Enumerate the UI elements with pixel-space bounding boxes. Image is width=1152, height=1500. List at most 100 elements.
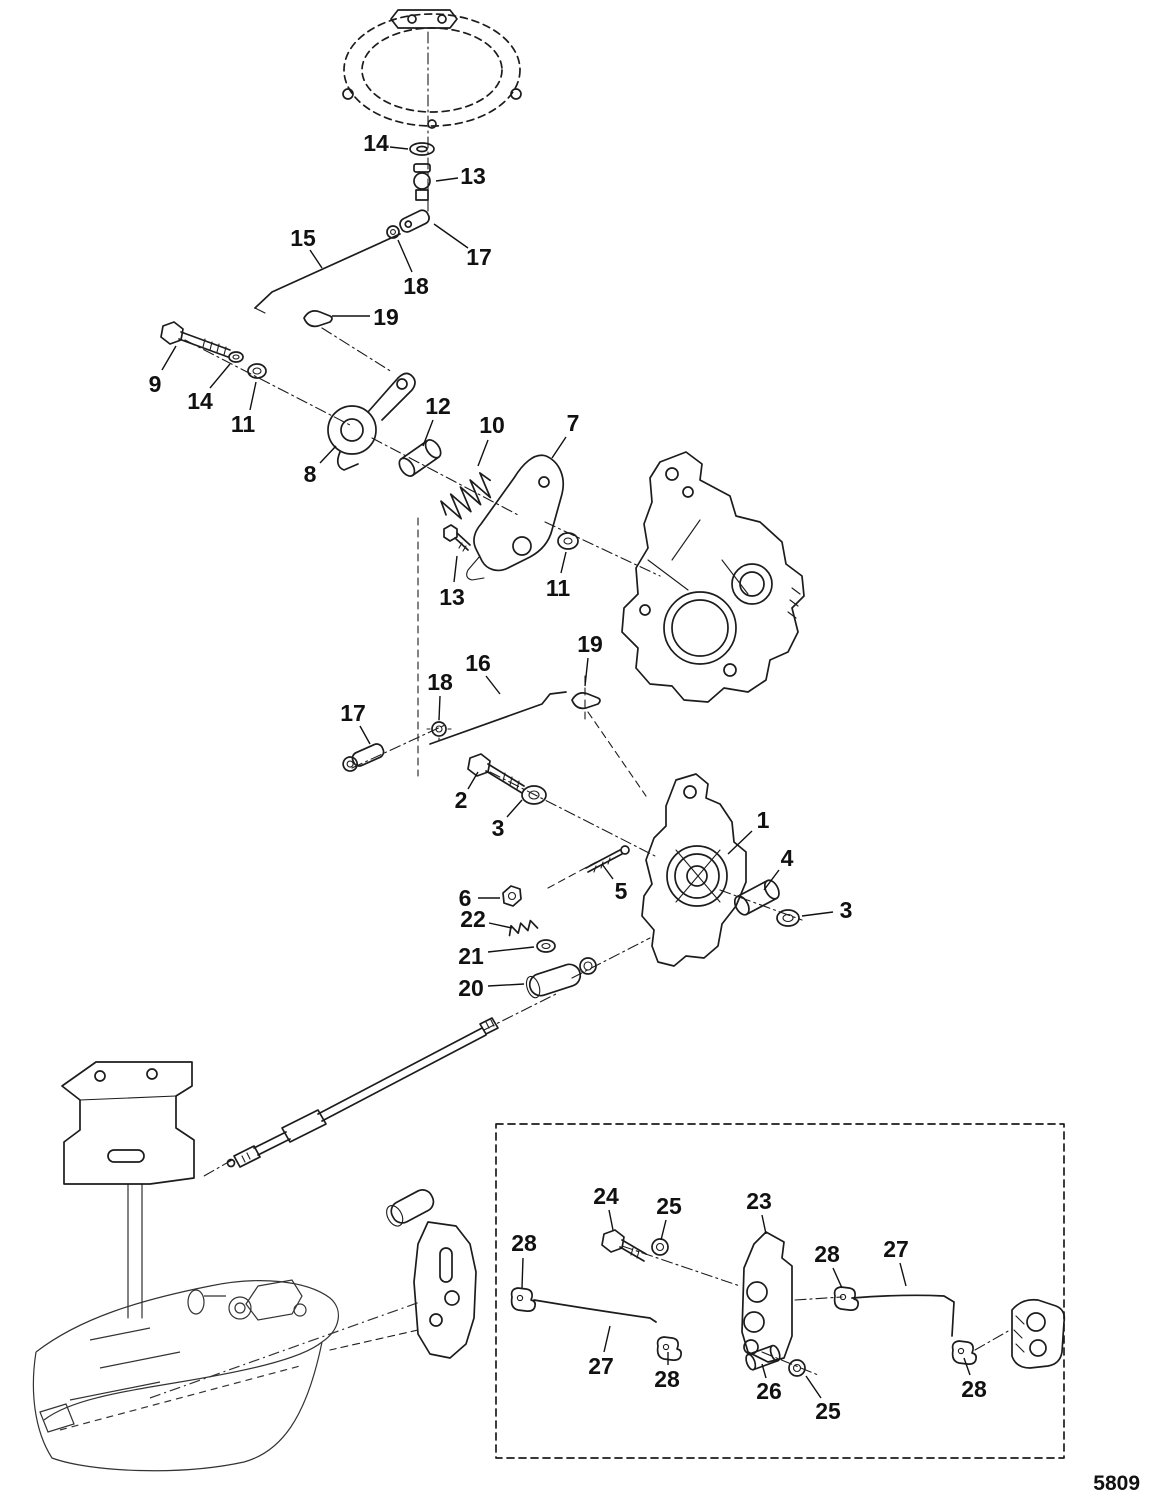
washer-11-left [247, 363, 267, 379]
centerline-link20 [571, 937, 651, 979]
centerline-bracket23 [794, 1296, 843, 1301]
mount-bracket [61, 1061, 195, 1319]
callout-label-11: 11 [546, 575, 571, 601]
bushing-4 [733, 879, 780, 916]
washer-21 [536, 939, 556, 953]
leader-line-26 [761, 1363, 767, 1379]
washer-14-left [228, 351, 244, 363]
callout-label-27: 27 [883, 1236, 909, 1262]
engine-housing-outline [32, 1279, 421, 1472]
leader-line-20 [487, 983, 525, 987]
leader-line-28 [832, 1267, 843, 1289]
centerline-bolt2 [489, 771, 656, 857]
callout-label-15: 15 [290, 225, 316, 251]
callout-label-23: 23 [746, 1188, 772, 1214]
leader-line-3 [506, 799, 523, 818]
callout-label-3: 3 [840, 897, 853, 923]
leader-line-16 [485, 675, 501, 695]
fitting-13-top [413, 163, 431, 201]
callout-label-24: 24 [593, 1183, 619, 1209]
leader-line-25 [660, 1219, 667, 1241]
leader-line-9 [161, 345, 177, 371]
leader-line-23 [761, 1214, 767, 1235]
rod-16 [429, 691, 567, 745]
callout-label-21: 21 [458, 943, 484, 969]
spring-10 [440, 472, 492, 520]
leader-line-19 [584, 657, 589, 687]
callout-label-13: 13 [439, 584, 465, 610]
centerline-lever-cam [371, 437, 521, 517]
washer-18-top [386, 225, 400, 239]
bolt-9 [160, 321, 231, 358]
centerline-bolt9 [184, 339, 351, 426]
leader-line-22 [488, 922, 513, 929]
washer-14-top [409, 142, 435, 156]
centerline-bushing26 [761, 1351, 819, 1376]
leader-line-21 [487, 946, 535, 953]
leader-line-24 [608, 1209, 614, 1231]
leader-line-10 [477, 439, 489, 467]
centerline-link17 [351, 724, 446, 769]
clamp-28-c [656, 1336, 683, 1361]
assembly-dash-screw5 [547, 859, 601, 889]
fitting-13-mid [443, 524, 471, 552]
leader-line-14 [209, 363, 231, 389]
anchor-fitting [1011, 1298, 1066, 1369]
leader-line-2 [467, 771, 479, 790]
gasket-ring [342, 9, 522, 129]
callout-label-22: 22 [460, 906, 486, 932]
leader-line-17 [433, 223, 469, 249]
spring-22 [508, 919, 539, 937]
leader-line-4 [763, 869, 780, 891]
leader-line-25 [805, 1375, 822, 1399]
callout-label-14: 14 [187, 388, 213, 414]
callout-label-4: 4 [781, 845, 794, 871]
leader-line-17 [359, 725, 371, 745]
callout-label-13: 13 [460, 163, 486, 189]
bracket-1 [641, 773, 747, 967]
callout-label-27: 27 [588, 1353, 614, 1379]
washer-3-a [521, 785, 547, 805]
callout-label-28: 28 [511, 1230, 537, 1256]
leader-line-3 [801, 911, 834, 917]
callout-label-1: 1 [757, 807, 770, 833]
callout-label-17: 17 [340, 700, 366, 726]
leader-line-13 [435, 177, 459, 182]
callout-label-25: 25 [815, 1398, 841, 1424]
callout-label-26: 26 [756, 1378, 782, 1404]
callout-label-14: 14 [363, 130, 389, 156]
link-17-mid [342, 743, 385, 772]
callout-label-2: 2 [455, 787, 468, 813]
bracket-23 [741, 1231, 793, 1363]
cam-7 [466, 454, 565, 581]
leader-line-7 [551, 436, 567, 459]
centerline-bushing4 [719, 889, 803, 921]
bushing-26 [745, 1344, 781, 1371]
washer-11-mid [557, 532, 579, 550]
bushing-12 [398, 439, 442, 477]
clamp-28-a [510, 1287, 537, 1312]
callout-label-5: 5 [615, 878, 628, 904]
callout-label-9: 9 [149, 371, 162, 397]
callout-label-18: 18 [427, 669, 453, 695]
leader-line-18 [397, 239, 413, 273]
callout-label-19: 19 [577, 631, 603, 657]
callout-label-18: 18 [403, 273, 429, 299]
callout-label-25: 25 [656, 1193, 682, 1219]
callout-label-17: 17 [466, 244, 492, 270]
detail-inset-box [495, 1123, 1065, 1459]
callout-label-12: 12 [425, 393, 451, 419]
washer-25-a [651, 1238, 669, 1256]
callout-label-11: 11 [231, 411, 256, 437]
rod-15 [254, 233, 401, 314]
callout-label-19: 19 [373, 304, 399, 330]
link-20 [525, 957, 597, 999]
bolt-24 [601, 1229, 647, 1262]
assembly-dash-diagonal [587, 711, 647, 797]
screw-5 [585, 845, 630, 873]
leader-line-28 [963, 1357, 971, 1376]
callout-label-3: 3 [492, 815, 505, 841]
nut-6 [502, 885, 522, 907]
